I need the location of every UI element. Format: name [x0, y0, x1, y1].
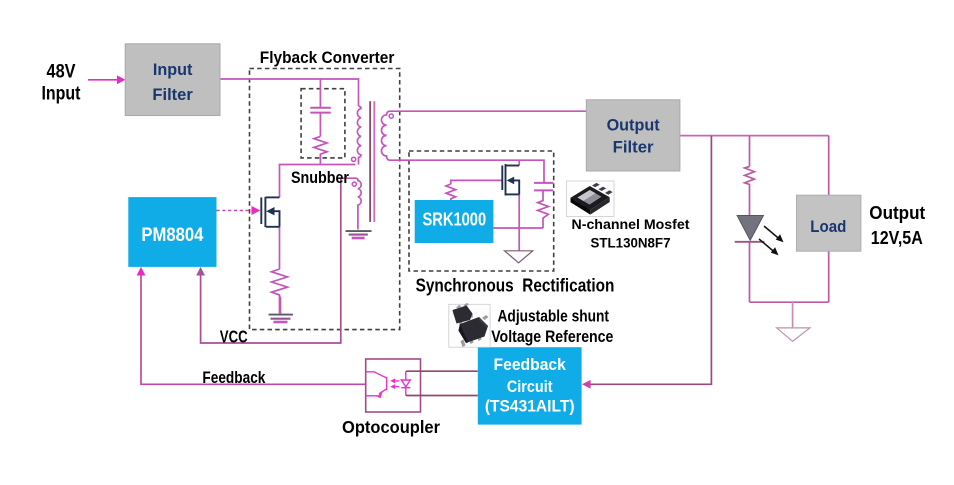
svg-text:(TS431AILT): (TS431AILT): [485, 398, 575, 416]
svg-text:Feedback: Feedback: [494, 356, 567, 374]
svg-text:Output: Output: [869, 202, 925, 223]
svg-text:Snubber: Snubber: [291, 168, 349, 187]
svg-text:Filter: Filter: [613, 138, 654, 156]
svg-text:Synchronous Rectification: Synchronous Rectification: [416, 275, 615, 296]
svg-text:Feedback: Feedback: [202, 368, 265, 387]
svg-text:Voltage Reference: Voltage Reference: [491, 328, 613, 346]
svg-text:SRK1000: SRK1000: [423, 208, 487, 229]
svg-text:Input: Input: [153, 61, 193, 79]
svg-text:Optocoupler: Optocoupler: [342, 417, 440, 437]
svg-text:VCC: VCC: [220, 327, 248, 347]
svg-text:Filter: Filter: [152, 86, 193, 104]
svg-text:PM8804: PM8804: [141, 225, 203, 246]
svg-text:Flyback Converter: Flyback Converter: [260, 49, 395, 67]
svg-text:12V,5A: 12V,5A: [871, 227, 923, 248]
svg-text:Input: Input: [42, 83, 81, 105]
svg-text:STL130N8F7: STL130N8F7: [591, 235, 671, 251]
svg-text:N-channel Mosfet: N-channel Mosfet: [572, 216, 690, 232]
svg-text:Output: Output: [607, 117, 660, 135]
svg-text:Circuit: Circuit: [507, 378, 553, 396]
svg-text:Adjustable shunt: Adjustable shunt: [498, 308, 610, 326]
svg-text:Load: Load: [810, 217, 846, 236]
svg-text:48V: 48V: [47, 61, 76, 83]
